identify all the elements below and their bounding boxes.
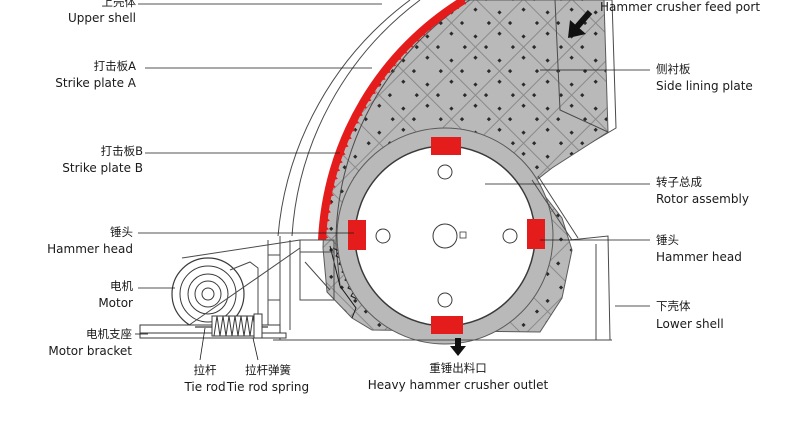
strike-plate-tooth <box>435 14 446 20</box>
strike-plate-tooth <box>338 148 346 157</box>
strike-plate-tooth <box>354 109 363 118</box>
strike-plate-tooth <box>351 117 359 125</box>
strike-plate-b-en: Strike plate B <box>62 161 143 175</box>
side-lining-plate-en: Side lining plate <box>656 79 753 93</box>
strike-plate-tooth <box>332 164 341 173</box>
strike-plate-tooth <box>387 60 397 68</box>
upper-shell-en: Upper shell <box>68 11 136 25</box>
motor-en: Motor <box>98 296 133 310</box>
label-feed-port: Hammer crusher feed port <box>600 0 760 14</box>
label-tie-rod: 拉杆 Tie rod <box>183 363 225 394</box>
arrow-down-icon <box>450 338 466 356</box>
hammer-left <box>348 220 366 250</box>
label-motor-bracket: 电机支座 Motor bracket <box>48 327 132 358</box>
outlet-zh: 重锤出料口 <box>429 361 487 375</box>
rotor-assembly-zh: 转子总成 <box>656 175 702 189</box>
feed-port-en: Hammer crusher feed port <box>600 0 760 14</box>
strike-plate-b-zh: 打击板B <box>101 144 143 158</box>
strike-plate-tooth <box>377 74 386 81</box>
strike-plate-tooth <box>344 132 352 141</box>
strike-plate-tooth <box>323 214 330 223</box>
label-lower-shell: 下壳体 Lower shell <box>656 299 724 331</box>
label-hammer-head-left: 锤头 Hammer head <box>47 225 133 256</box>
lower-shell-zh: 下壳体 <box>656 299 691 313</box>
strike-plate-teeth <box>318 0 467 319</box>
strike-plate-tooth <box>392 54 402 61</box>
strike-plate-tooth <box>372 80 381 88</box>
label-side-lining-plate: 侧衬板 Side lining plate <box>656 62 753 93</box>
strike-plate-tooth <box>327 189 334 198</box>
strike-plate-tooth <box>404 41 414 49</box>
motor <box>171 239 301 331</box>
label-outlet: 重锤出料口 Heavy hammer crusher outlet <box>368 361 549 392</box>
motor-bracket-zh: 电机支座 <box>86 327 132 341</box>
strike-plate-tooth <box>328 181 336 190</box>
strike-plate-tooth <box>325 197 333 207</box>
strike-plate-tooth <box>363 95 372 103</box>
label-strike-plate-a: 打击板A Strike plate A <box>55 59 137 90</box>
arrow-down-left-icon <box>568 10 593 38</box>
hammer-head-right-en: Hammer head <box>656 250 742 264</box>
strike-plate-tooth <box>382 67 391 75</box>
hammer-right <box>527 219 545 249</box>
hammer-top <box>431 137 461 155</box>
strike-plate-tooth <box>422 24 433 31</box>
strike-plate-tooth <box>358 102 368 110</box>
outlet-en: Heavy hammer crusher outlet <box>368 378 549 392</box>
leader-lines <box>135 3 650 361</box>
hammer-head-right-zh: 锤头 <box>656 233 679 247</box>
label-upper-shell: 上壳体 Upper shell <box>68 0 137 25</box>
strike-plate-a-en: Strike plate A <box>55 76 137 90</box>
side-lining-plate-zh: 侧衬板 <box>656 62 691 76</box>
motor-bracket-en: Motor bracket <box>48 344 132 358</box>
strike-plate-tooth <box>416 30 426 37</box>
hammer-head-left-en: Hammer head <box>47 242 133 256</box>
tie-rod-spring-zh: 拉杆弹簧 <box>245 363 291 377</box>
strike-plate-tooth <box>442 9 453 15</box>
rotor-assembly-en: Rotor assembly <box>656 192 749 206</box>
rotor-assembly <box>336 127 554 345</box>
strike-plate-tooth <box>456 0 467 5</box>
motor-zh: 电机 <box>110 279 133 293</box>
strike-plate-tooth <box>341 140 349 149</box>
strike-plate-tooth <box>330 172 338 182</box>
label-strike-plate-b: 打击板B Strike plate B <box>62 144 143 175</box>
strike-plate-tooth <box>324 206 331 215</box>
strike-plate-tooth <box>410 36 420 42</box>
label-rotor-assembly: 转子总成 Rotor assembly <box>656 175 749 206</box>
hammer-bottom <box>431 316 463 334</box>
upper-shell-zh: 上壳体 <box>102 0 137 9</box>
strike-plate-tooth <box>367 87 376 96</box>
strike-plate-tooth <box>347 124 356 133</box>
label-motor: 电机 Motor <box>98 279 133 310</box>
lower-shell-en: Lower shell <box>656 317 724 331</box>
strike-plate-tooth <box>335 156 343 165</box>
strike-plate-a-zh: 打击板A <box>94 59 136 73</box>
lower-shell <box>267 175 612 341</box>
tie-rod-en: Tie rod <box>183 380 225 394</box>
strike-plate-tooth <box>398 48 408 55</box>
strike-plate-tooth <box>429 19 439 25</box>
strike-plate-tooth <box>322 231 329 240</box>
tie-rod-zh: 拉杆 <box>194 363 217 377</box>
tie-rod-spring-en: Tie rod spring <box>226 380 309 394</box>
hammer-head-left-zh: 锤头 <box>110 225 133 239</box>
strike-plate-tooth <box>322 222 329 232</box>
hammer-heads <box>348 137 545 334</box>
label-tie-rod-spring: 拉杆弹簧 Tie rod spring <box>226 363 309 394</box>
tie-rod-spring <box>195 313 268 339</box>
strike-plate-tooth <box>449 4 460 10</box>
label-hammer-head-right: 锤头 Hammer head <box>656 233 742 264</box>
